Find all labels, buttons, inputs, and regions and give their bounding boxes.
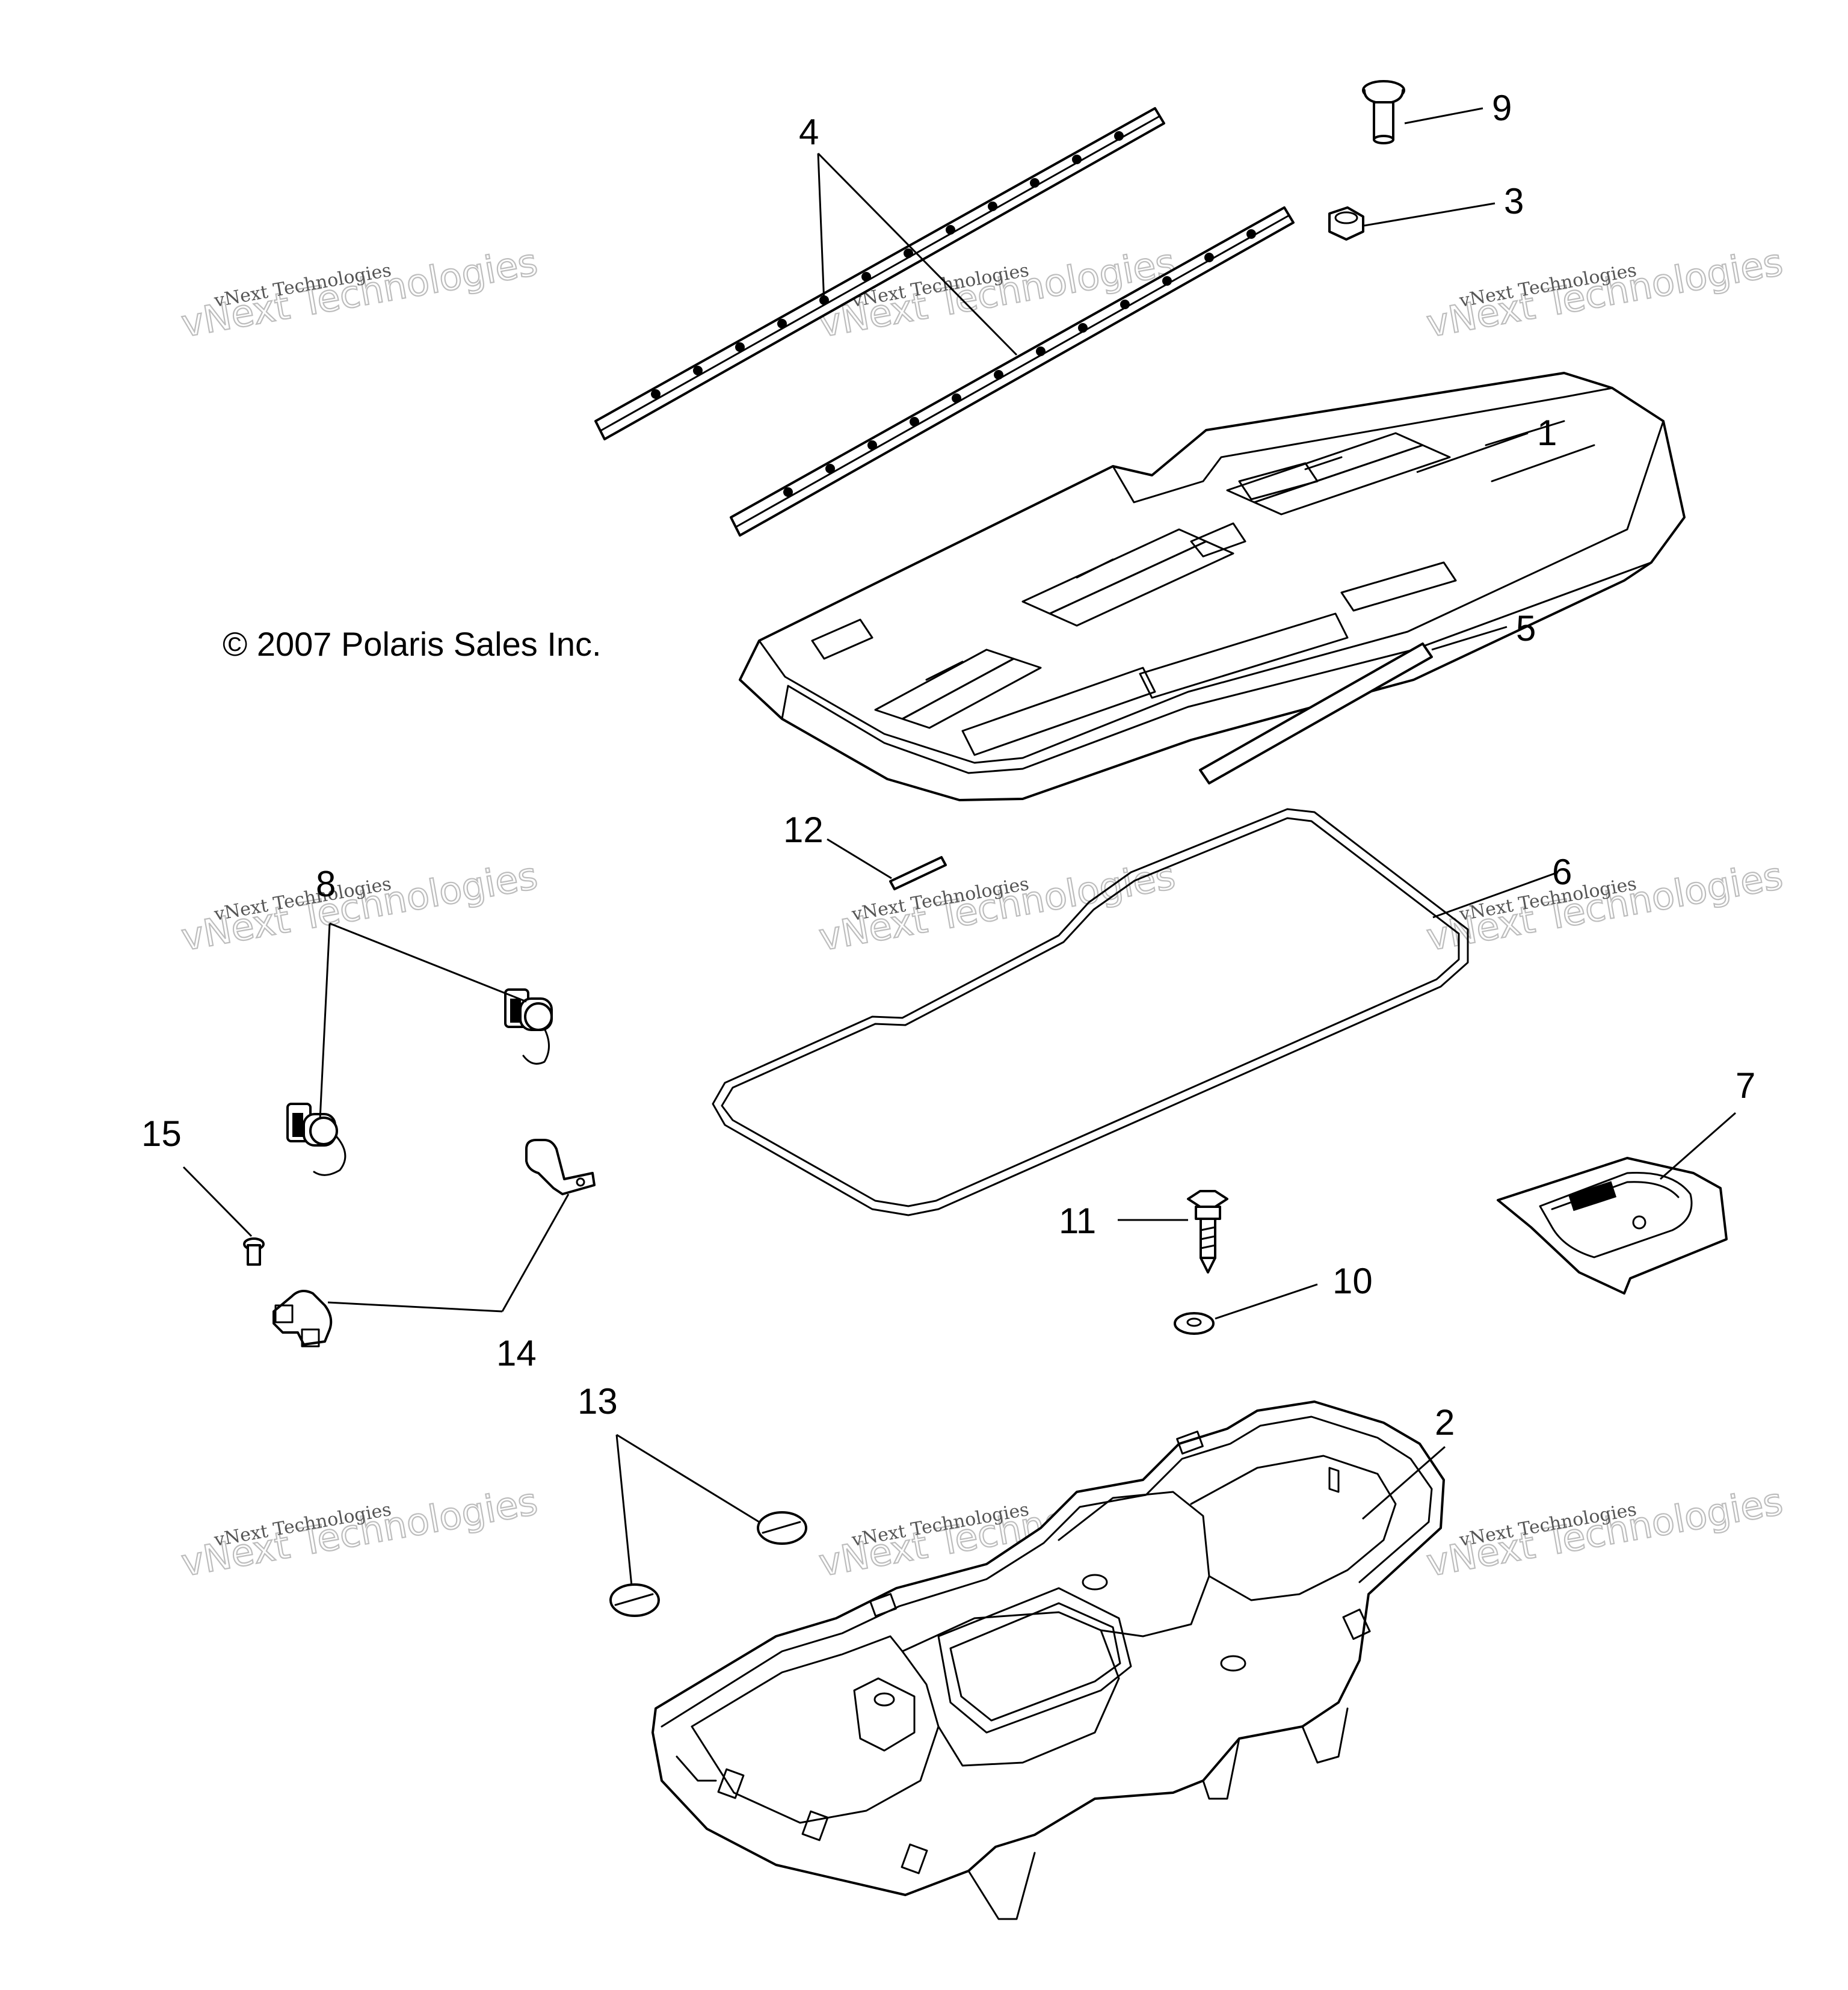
callout-1: 1 [1537,413,1557,453]
copyright-notice: © 2007 Polaris Sales Inc. [223,625,602,663]
callout-4: 4 [799,112,819,152]
bracket-lower [273,1290,333,1348]
lid-panels [811,432,1457,756]
leader-14a [501,1194,570,1312]
leader-6 [1432,871,1559,919]
callout-13: 13 [578,1381,618,1422]
leader-10 [1215,1283,1318,1320]
part-6-seal [712,808,1469,1216]
leader-4a [817,153,825,304]
callout-10: 10 [1332,1261,1373,1301]
part-8-latches [286,988,553,1176]
leader-5 [1431,626,1508,651]
callout-15: 15 [141,1114,182,1154]
callout-2: 2 [1435,1402,1455,1443]
watermark-mid-left: vNext Technologies vNext Technologies [177,853,541,960]
leader-8b [319,923,331,1120]
leader-13b [615,1434,633,1586]
leader-3 [1364,202,1495,227]
rail-lower [730,206,1295,537]
rail-lower-holes [783,229,1256,497]
leader-4b [817,152,1018,356]
part-9-bolt [1362,80,1405,144]
leader-12 [827,838,892,879]
leader-9 [1404,107,1483,125]
watermark-bottom-left: vNext Technologies vNext Technologies [177,1479,541,1586]
latch-lower [286,1103,346,1176]
leader-lines [182,107,1736,1586]
part-5-strip [1199,642,1433,784]
part-10-washer [1174,1312,1215,1335]
callout-12: 12 [783,810,824,850]
plug-lower [609,1583,660,1617]
callout-11: 11 [1059,1201,1096,1241]
callout-5: 5 [1516,608,1536,648]
part-1-lid [739,372,1686,801]
part-12-pin [889,856,947,890]
callout-6: 6 [1552,852,1572,892]
rail-upper [594,107,1165,440]
callout-14: 14 [496,1333,537,1373]
leader-14b [327,1301,503,1313]
part-7-cover-plate [1497,1157,1728,1295]
bracket-upper [525,1139,596,1195]
leader-15 [182,1166,253,1237]
callout-3: 3 [1504,181,1524,221]
callout-8: 8 [316,864,336,904]
callout-7: 7 [1736,1065,1755,1106]
part-11-bolt [1187,1190,1228,1274]
watermark-mid-right: vNext Technologies vNext Technologies [1423,853,1787,960]
part-3-nut [1328,206,1364,241]
part-15-screw [243,1237,265,1266]
leader-13a [616,1434,760,1523]
leader-7 [1660,1112,1736,1180]
leader-1 [1416,432,1529,473]
callouts: 4 9 3 1 5 12 6 8 15 7 11 10 14 13 2 [141,88,1755,1443]
lid-ribs [925,420,1595,681]
watermark-top-right: vNext Technologies vNext Technologies [1423,239,1787,347]
leader-8a [329,922,527,1003]
watermark-bottom-right: vNext Technologies vNext Technologies [1423,1479,1787,1586]
watermark-top-left: vNext Technologies vNext Technologies [177,239,541,347]
part-13-plugs [609,1511,807,1617]
part-4-rails [594,107,1295,537]
part-14-brackets [273,1139,596,1348]
leader-2 [1362,1446,1446,1520]
rail-upper-holes [651,131,1124,399]
callout-9: 9 [1492,88,1512,128]
latch-upper [504,988,553,1065]
plug-upper [757,1511,807,1545]
part-2-tub [651,1400,1445,1920]
